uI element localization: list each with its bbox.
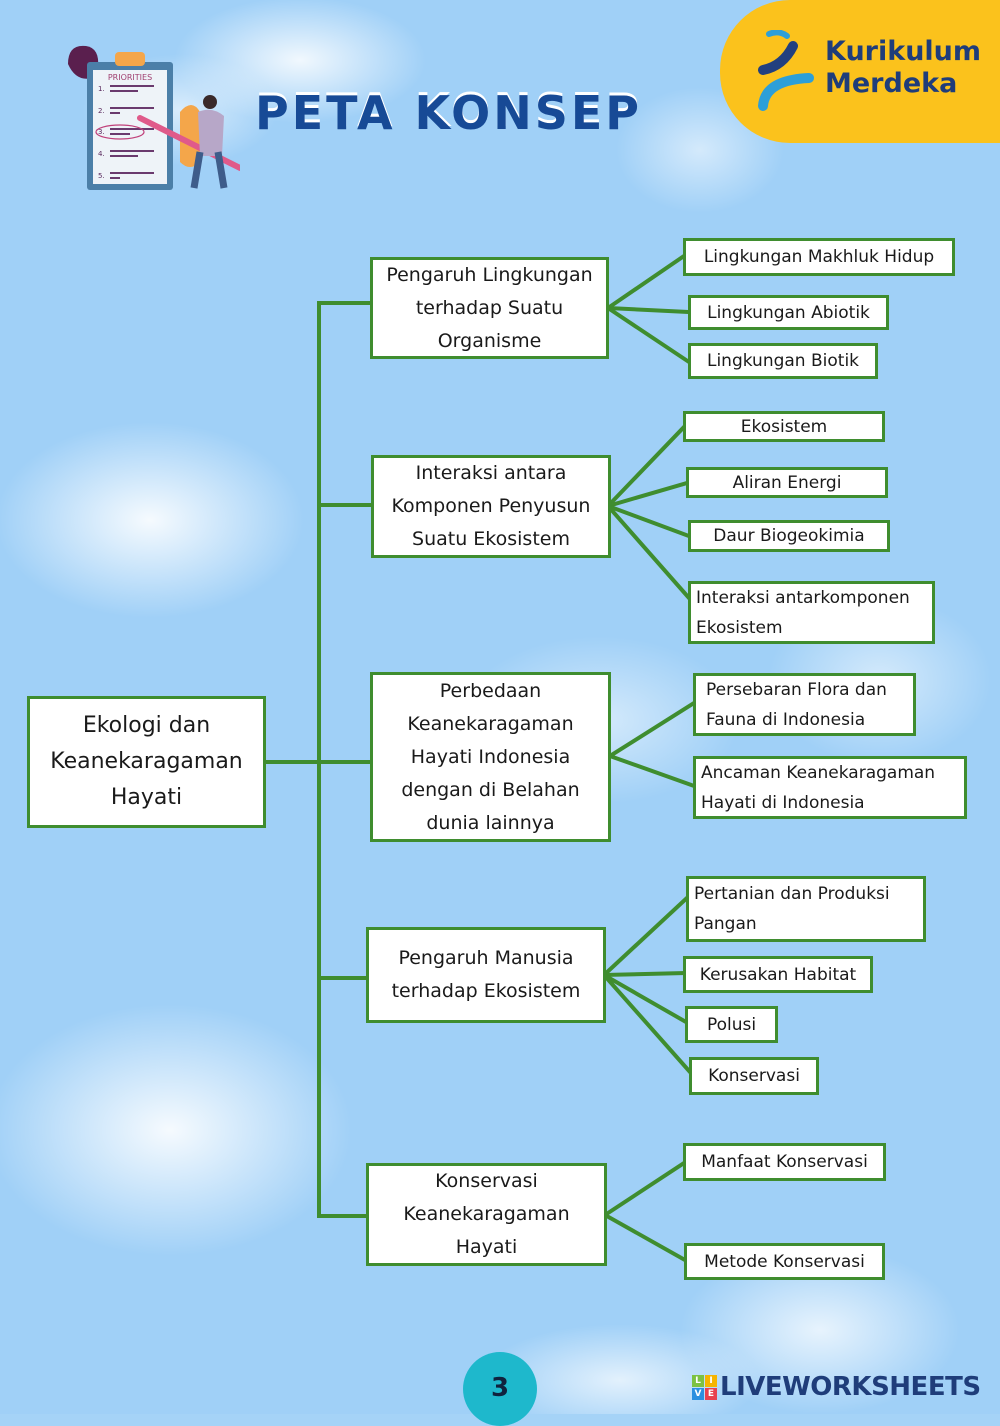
- brand-name: Kurikulum Merdeka: [825, 36, 981, 100]
- watermark-text: LIVEWORKSHEETS: [720, 1372, 981, 1402]
- concept-leaf: Ancaman Keanekaragaman Hayati di Indones…: [693, 756, 967, 819]
- connector-leaf: [601, 970, 687, 978]
- connector-leaf: [605, 305, 692, 315]
- concept-branch-label: Perbedaan Keanekaragaman Hayati Indonesi…: [401, 679, 580, 834]
- concept-leaf-label: Konservasi: [708, 1066, 800, 1086]
- concept-branch: Pengaruh Lingkungan terhadap Suatu Organ…: [370, 257, 609, 359]
- concept-branch-label: Pengaruh Manusia terhadap Ekosistem: [391, 947, 581, 1002]
- concept-branch-label: Konservasi Keanekaragaman Hayati: [403, 1170, 570, 1258]
- clipboard-heading: PRIORITIES: [108, 73, 152, 82]
- concept-leaf-label: Polusi: [706, 1014, 757, 1035]
- concept-leaf-label: Ekosistem: [740, 416, 828, 437]
- priorities-illustration: PRIORITIES 1. 2. 3. 4. 5.: [60, 40, 243, 190]
- connector-leaf: [605, 305, 692, 365]
- concept-leaf: Persebaran Flora dan Fauna di Indonesia: [693, 673, 916, 736]
- concept-leaf: Lingkungan Makhluk Hidup: [683, 238, 955, 276]
- concept-leaf: Lingkungan Abiotik: [688, 295, 889, 330]
- concept-leaf: Lingkungan Biotik: [688, 343, 878, 379]
- concept-leaf: Polusi: [685, 1006, 778, 1043]
- connector-leaf: [601, 972, 693, 1075]
- concept-branch: Interaksi antara Komponen Penyusun Suatu…: [371, 455, 611, 558]
- concept-leaf: Aliran Energi: [686, 467, 888, 498]
- concept-branch: Perbedaan Keanekaragaman Hayati Indonesi…: [370, 672, 611, 842]
- concept-branch: Konservasi Keanekaragaman Hayati: [366, 1163, 607, 1266]
- concept-leaf: Konservasi: [689, 1057, 819, 1095]
- page-title: PETA KONSEP: [255, 86, 643, 140]
- connector-leaf: [601, 894, 691, 978]
- concept-leaf-label: Interaksi antarkomponen Ekosistem: [696, 587, 910, 638]
- connector-leaf: [605, 480, 690, 509]
- liveworksheets-logo-icon: L I V E: [692, 1374, 717, 1400]
- concept-leaf-label: Ancaman Keanekaragaman Hayati di Indones…: [701, 762, 936, 813]
- connector-leaf: [607, 753, 697, 789]
- page-number: 3: [463, 1352, 537, 1426]
- concept-leaf-label: Persebaran Flora dan Fauna di Indonesia: [706, 679, 887, 730]
- concept-branch-label: Interaksi antara Komponen Penyusun Suatu…: [391, 462, 591, 550]
- brand-line-2: Merdeka: [825, 68, 958, 99]
- concept-leaf-label: Lingkungan Biotik: [706, 351, 860, 371]
- connector-leaf: [602, 1160, 687, 1218]
- connector-leaf: [602, 1212, 688, 1263]
- concept-leaf: Kerusakan Habitat: [683, 956, 873, 993]
- svg-text:3.: 3.: [98, 128, 105, 136]
- svg-text:4.: 4.: [98, 150, 105, 158]
- concept-leaf: Daur Biogeokimia: [688, 520, 890, 552]
- connector-leaf: [607, 700, 697, 759]
- kurikulum-merdeka-logo-icon: [755, 29, 817, 118]
- connector-leaf: [605, 503, 692, 539]
- concept-leaf: Ekosistem: [683, 411, 885, 442]
- concept-branch-label: Pengaruh Lingkungan terhadap Suatu Organ…: [386, 263, 593, 352]
- concept-leaf-label: Aliran Energi: [732, 472, 842, 493]
- concept-leaf: Pertanian dan Produksi Pangan: [686, 876, 926, 942]
- connector-leaf: [601, 972, 689, 1025]
- concept-leaf-label: Kerusakan Habitat: [699, 964, 857, 985]
- concept-root: Ekologi dan Keanekaragaman Hayati: [27, 696, 266, 828]
- concept-leaf-label: Metode Konservasi: [704, 1251, 865, 1272]
- concept-leaf: Metode Konservasi: [684, 1243, 885, 1280]
- concept-leaf-label: Manfaat Konservasi: [701, 1152, 868, 1172]
- svg-text:2.: 2.: [98, 107, 105, 115]
- concept-leaf-label: Lingkungan Makhluk Hidup: [703, 247, 935, 267]
- concept-leaf: Interaksi antarkomponen Ekosistem: [688, 581, 935, 644]
- connector-leaf: [605, 424, 687, 509]
- liveworksheets-watermark[interactable]: L I V E LIVEWORKSHEETS: [692, 1372, 981, 1402]
- concept-leaf: Manfaat Konservasi: [683, 1143, 886, 1181]
- concept-root-label: Ekologi dan Keanekaragaman Hayati: [50, 713, 243, 810]
- clipboard-illustration-icon: PRIORITIES 1. 2. 3. 4. 5.: [68, 45, 243, 190]
- concept-leaf-label: Lingkungan Abiotik: [707, 302, 870, 323]
- connector-leaf: [605, 503, 692, 601]
- svg-text:5.: 5.: [98, 172, 105, 180]
- connector-leaf: [605, 253, 687, 311]
- svg-text:1.: 1.: [98, 85, 105, 93]
- concept-branch: Pengaruh Manusia terhadap Ekosistem: [366, 927, 606, 1023]
- concept-leaf-label: Pertanian dan Produksi Pangan: [694, 884, 890, 934]
- concept-leaf-label: Daur Biogeokimia: [713, 526, 865, 546]
- brand-line-1: Kurikulum: [825, 36, 982, 67]
